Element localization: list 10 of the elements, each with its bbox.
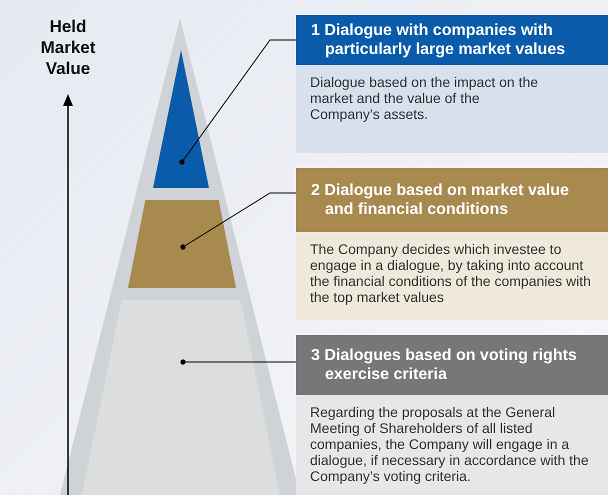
callout-heading: 2 Dialogue based on market value and financial conditions [296, 168, 608, 232]
callout-text: Regarding the proposals at the General Meeting of Shareholders of all listed companies, the Company will engage in a dialogue, if necessary in accordance with the Company’s voting criteria. [296, 395, 608, 495]
callout-text: The Company decides which investee to engage in a dialogue, by taking into account the financial conditions of the companies with the top market values [296, 232, 608, 320]
callout-text: Dialogue based on the impact on the market and the value of the Company’s assets. [296, 65, 608, 153]
callout-heading: 3 Dialogues based on voting rights exercise criteria [296, 335, 608, 395]
leader-line [180, 192, 296, 250]
callout-heading: 1 Dialogue with companies with particularly large market values [296, 15, 608, 65]
axis-label: Held Market Value [40, 16, 96, 79]
leader-line [180, 359, 296, 365]
leader-line [179, 40, 296, 165]
